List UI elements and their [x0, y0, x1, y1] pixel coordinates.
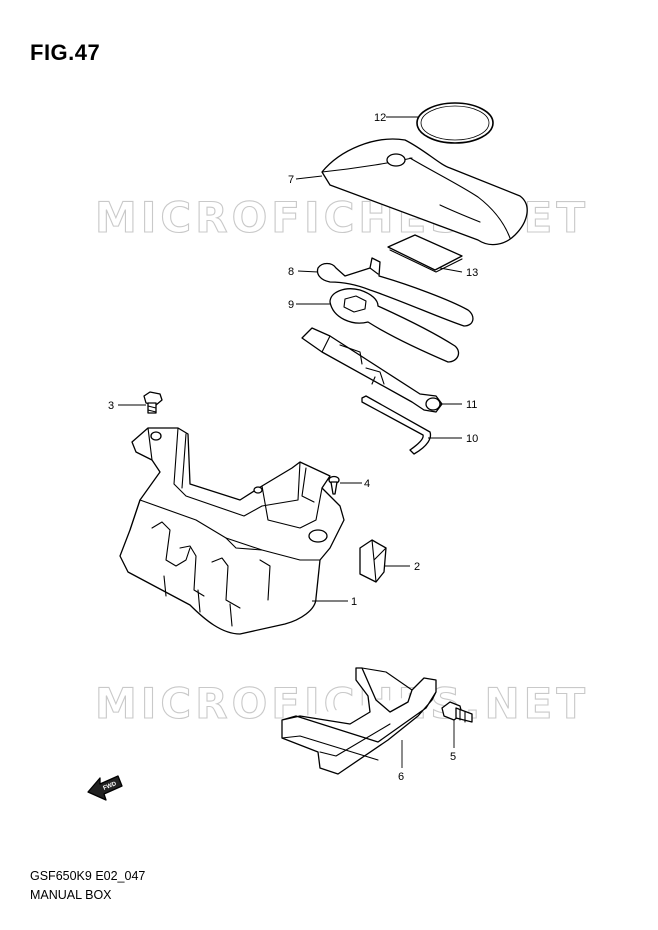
part-13-card[interactable] [387, 234, 463, 273]
part-10-hex-key[interactable] [361, 395, 432, 455]
part-4-screw[interactable] [328, 475, 340, 495]
callout-5[interactable]: 5 [450, 751, 456, 763]
figure-title: FIG.47 [30, 40, 101, 65]
part-1-manual-box[interactable] [119, 427, 345, 635]
callout-13[interactable]: 13 [466, 267, 478, 279]
fwd-label: FWD [103, 781, 119, 792]
part-2-cushion[interactable] [359, 539, 387, 583]
callout-3[interactable]: 3 [108, 400, 114, 412]
callout-4[interactable]: 4 [364, 478, 370, 490]
callout-9[interactable]: 9 [288, 299, 294, 311]
part-6-bracket[interactable] [281, 667, 437, 775]
part-7-tool-bag[interactable] [321, 138, 528, 246]
callout-11[interactable]: 11 [466, 399, 477, 411]
leader-lines [118, 116, 463, 768]
callout-1[interactable]: 1 [351, 596, 357, 608]
figure-code: GSF650K9 E02_047 [30, 869, 146, 883]
part-9-ring-wrench[interactable] [329, 288, 460, 363]
callout-2[interactable]: 2 [414, 561, 420, 573]
part-12-band[interactable] [416, 102, 494, 144]
fwd-arrow-icon: FWD [87, 775, 123, 801]
callout-7[interactable]: 7 [288, 174, 294, 186]
callout-12[interactable]: 12 [374, 112, 386, 124]
part-5-bolt[interactable] [441, 701, 473, 723]
callout-8[interactable]: 8 [288, 266, 294, 278]
callout-10[interactable]: 10 [466, 433, 478, 445]
part-3-bolt[interactable] [143, 391, 163, 414]
callout-6[interactable]: 6 [398, 771, 404, 783]
figure-name: MANUAL BOX [30, 888, 112, 902]
callout-labels: 12 7 8 13 9 11 3 10 4 2 1 5 6 [108, 112, 478, 783]
part-8-spanner[interactable] [316, 257, 474, 327]
